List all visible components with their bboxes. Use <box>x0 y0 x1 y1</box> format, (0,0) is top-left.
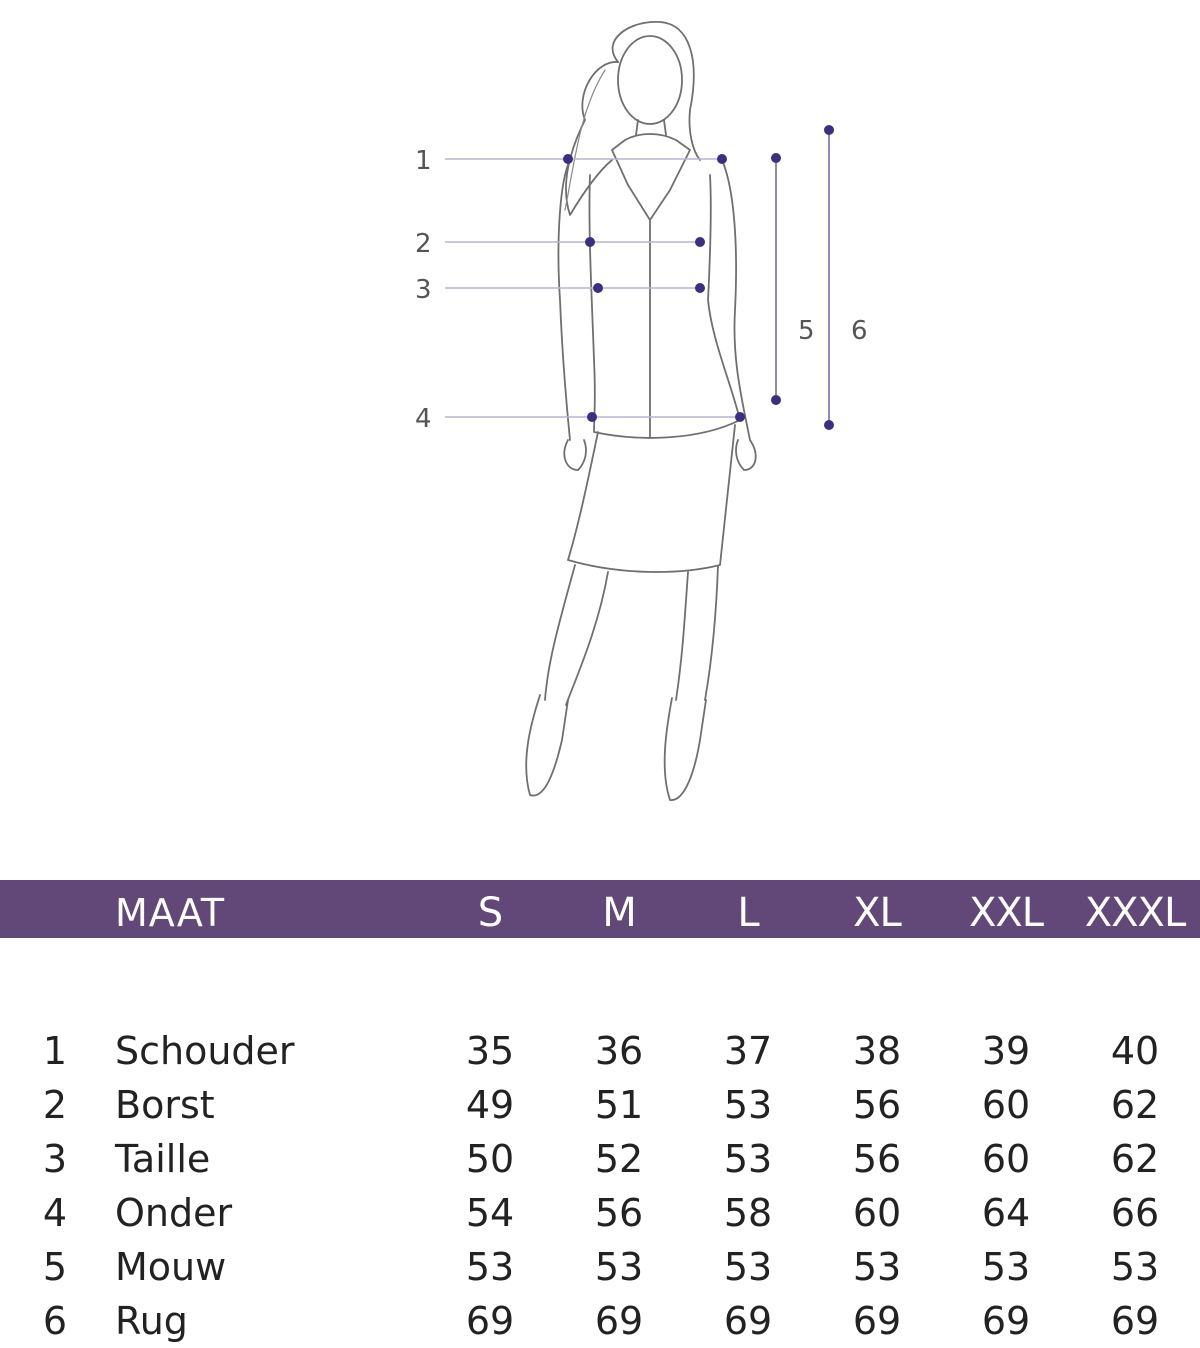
table-row: 6 Rug 69 69 69 69 69 69 <box>0 1294 1200 1348</box>
marker-label-3: 3 <box>415 275 432 305</box>
row-index: 6 <box>42 1299 68 1343</box>
row-value: 64 <box>981 1191 1031 1235</box>
left-hand <box>563 439 587 471</box>
row-value: 62 <box>1110 1083 1160 1127</box>
row-measurement-name: Onder <box>115 1191 233 1235</box>
marker-dot <box>824 125 834 135</box>
row-value: 60 <box>981 1083 1031 1127</box>
row-value: 53 <box>465 1245 515 1289</box>
woman-silhouette-illustration: 1 2 3 4 5 6 <box>415 21 868 801</box>
row-value: 69 <box>723 1299 773 1343</box>
legs-outline <box>544 564 719 706</box>
header-size-xl: XL <box>853 890 902 936</box>
marker-dot <box>824 420 834 430</box>
row-value: 51 <box>594 1083 644 1127</box>
neck-outline <box>635 119 667 136</box>
row-value: 58 <box>723 1191 773 1235</box>
row-value: 39 <box>981 1029 1031 1073</box>
table-row: 3 Taille 50 52 53 56 60 62 <box>0 1132 1200 1186</box>
marker-dot <box>695 283 705 293</box>
row-index: 2 <box>42 1083 68 1127</box>
table-row: 1 Schouder 35 36 37 38 39 40 <box>0 1024 1200 1078</box>
table-row: 4 Onder 54 56 58 60 64 66 <box>0 1186 1200 1240</box>
row-measurement-name: Rug <box>115 1299 188 1343</box>
row-measurement-name: Schouder <box>115 1029 295 1073</box>
row-value: 53 <box>852 1245 902 1289</box>
header-size-xxxl: XXXL <box>1084 890 1187 936</box>
row-value: 54 <box>465 1191 515 1235</box>
table-row: 5 Mouw 53 53 53 53 53 53 <box>0 1240 1200 1294</box>
arm-outline <box>557 159 751 441</box>
marker-dot <box>593 283 603 293</box>
hair-strand <box>565 61 619 216</box>
row-value: 56 <box>852 1137 902 1181</box>
row-index: 1 <box>42 1029 68 1073</box>
row-value: 60 <box>981 1137 1031 1181</box>
row-value: 52 <box>594 1137 644 1181</box>
marker-dot <box>585 237 595 247</box>
marker-label-2: 2 <box>415 229 432 259</box>
marker-dot <box>717 154 727 164</box>
collar-outline <box>611 133 691 221</box>
row-value: 53 <box>723 1137 773 1181</box>
marker-dot <box>563 154 573 164</box>
row-value: 69 <box>1110 1299 1160 1343</box>
row-measurement-name: Borst <box>115 1083 215 1127</box>
marker-label-4: 4 <box>415 404 432 434</box>
row-measurement-name: Mouw <box>115 1245 227 1289</box>
size-table-header: MAAT S M L XL XXL XXXL <box>0 880 1200 938</box>
row-value: 38 <box>852 1029 902 1073</box>
hair-strand-2 <box>564 69 606 211</box>
row-measurement-name: Taille <box>115 1137 211 1181</box>
row-value: 53 <box>723 1245 773 1289</box>
row-value: 60 <box>852 1191 902 1235</box>
row-value: 36 <box>594 1029 644 1073</box>
row-value: 69 <box>465 1299 515 1343</box>
row-value: 53 <box>594 1245 644 1289</box>
blouse-outline <box>588 174 741 439</box>
marker-label-1: 1 <box>415 146 432 176</box>
marker-dot <box>735 412 745 422</box>
header-label-maat: MAAT <box>115 891 226 935</box>
marker-dot <box>587 412 597 422</box>
row-value: 69 <box>981 1299 1031 1343</box>
right-shoe <box>663 697 707 801</box>
header-size-s: S <box>477 890 503 936</box>
row-value: 37 <box>723 1029 773 1073</box>
header-size-xxl: XXL <box>968 890 1044 936</box>
header-size-m: M <box>602 890 637 936</box>
row-value: 53 <box>1110 1245 1160 1289</box>
left-shoe <box>525 694 569 797</box>
table-row: 2 Borst 49 51 53 56 60 62 <box>0 1078 1200 1132</box>
row-value: 35 <box>465 1029 515 1073</box>
marker-dot <box>771 153 781 163</box>
marker-label-5: 5 <box>798 316 815 346</box>
row-value: 69 <box>594 1299 644 1343</box>
marker-dot <box>695 237 705 247</box>
row-value: 56 <box>852 1083 902 1127</box>
right-hand <box>735 439 757 471</box>
row-value: 69 <box>852 1299 902 1343</box>
row-value: 53 <box>723 1083 773 1127</box>
row-value: 56 <box>594 1191 644 1235</box>
row-value: 40 <box>1110 1029 1160 1073</box>
row-index: 3 <box>42 1137 68 1181</box>
skirt-outline <box>567 424 736 573</box>
marker-label-6: 6 <box>851 316 868 346</box>
row-value: 66 <box>1110 1191 1160 1235</box>
row-value: 62 <box>1110 1137 1160 1181</box>
row-index: 4 <box>42 1191 68 1235</box>
face-outline <box>617 35 683 125</box>
marker-dot <box>771 395 781 405</box>
header-size-l: L <box>737 890 759 936</box>
row-index: 5 <box>42 1245 68 1289</box>
row-value: 49 <box>465 1083 515 1127</box>
measurement-figure: 1 2 3 4 5 6 <box>415 21 868 801</box>
row-value: 53 <box>981 1245 1031 1289</box>
row-value: 50 <box>465 1137 515 1181</box>
hair-outline <box>611 21 701 161</box>
